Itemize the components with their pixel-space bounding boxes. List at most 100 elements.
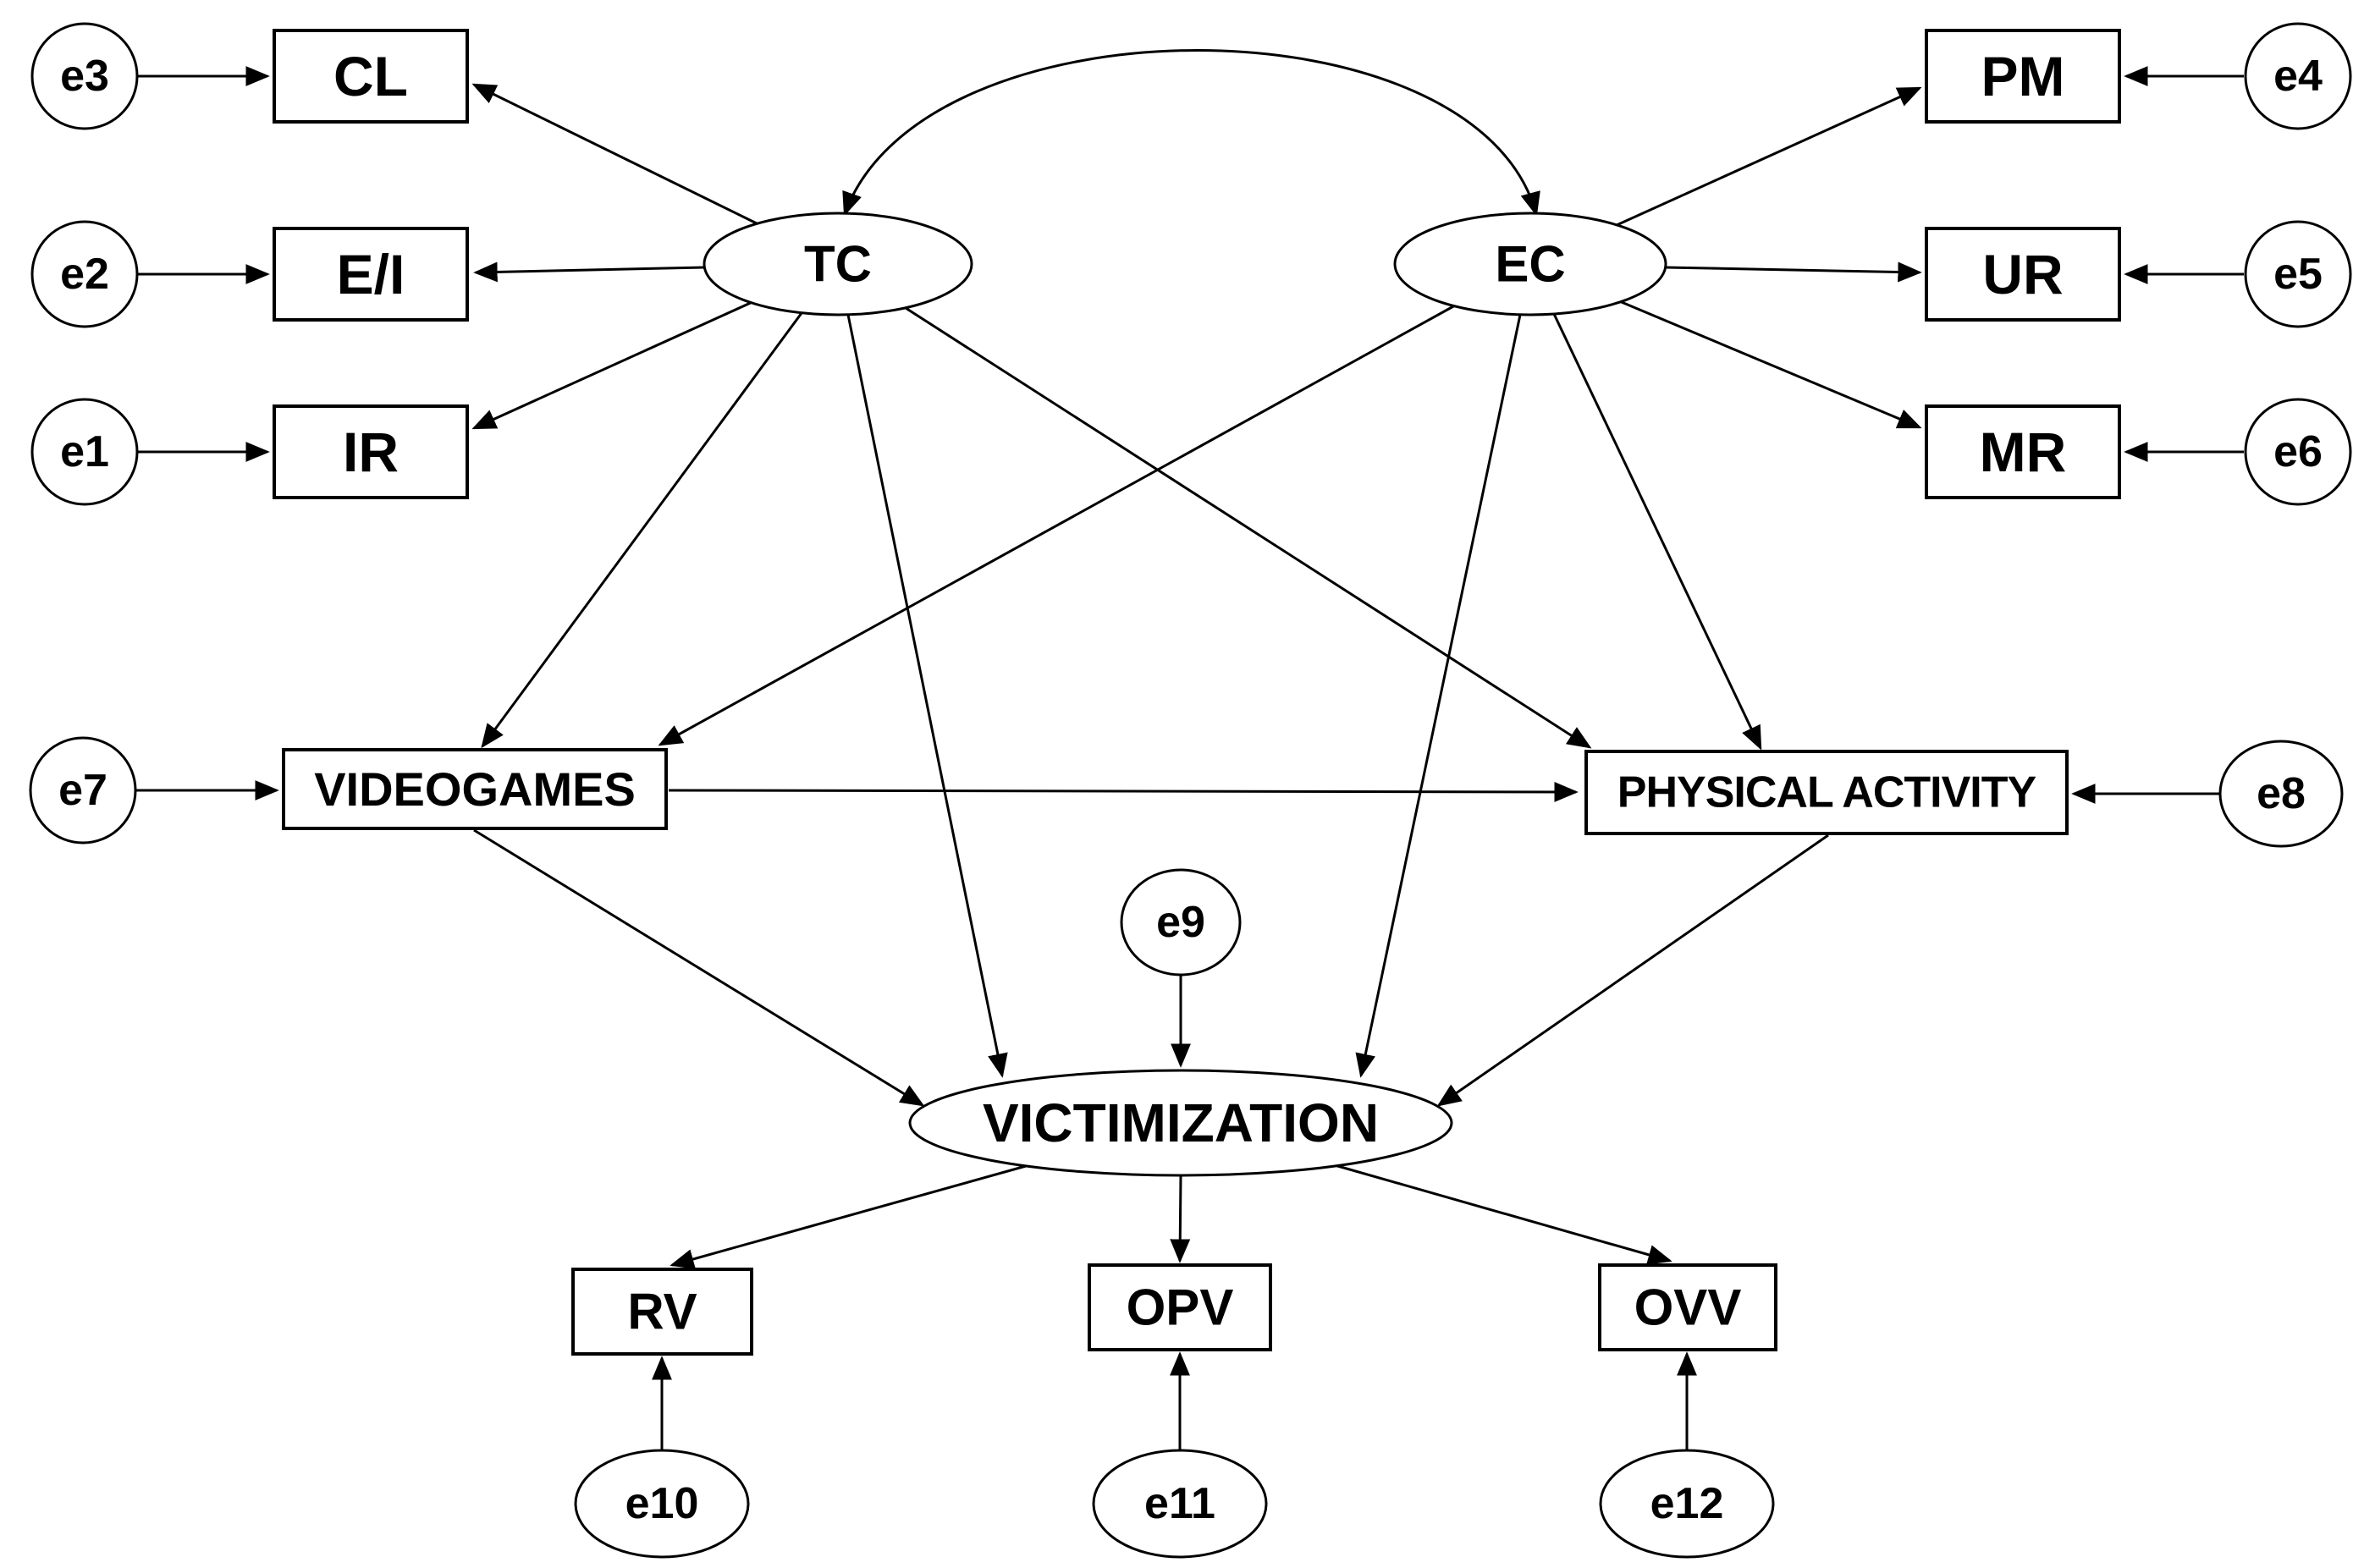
node-indicator-ovv: OVV — [1598, 1263, 1777, 1351]
node-indicator-pm: PM — [1925, 29, 2121, 124]
error-e1-shape — [30, 398, 139, 506]
node-indicator-ur: UR — [1925, 227, 2121, 322]
error-e11-shape — [1092, 1449, 1268, 1559]
node-indicator-ei: E/I — [273, 227, 469, 322]
error-e6-label: e6 — [2273, 427, 2323, 476]
indicator-ei-shape — [273, 227, 469, 322]
error-e10-label: e10 — [625, 1479, 699, 1528]
indicator-ur-shape — [1925, 227, 2121, 322]
indicator-ovv-shape — [1598, 1263, 1777, 1351]
node-error-e3: e3 — [30, 22, 139, 130]
node-error-e10: e10 — [574, 1449, 750, 1559]
node-latent-tc: TC — [703, 212, 973, 316]
path-videogames-to-victimization — [473, 828, 925, 1107]
node-indicator-mr: MR — [1925, 404, 2121, 499]
indicator-mr-shape — [1925, 404, 2121, 499]
path-victimization-to-rv — [670, 1164, 1027, 1269]
variable-videogames-shape — [282, 748, 668, 830]
error-e3-shape — [30, 22, 139, 130]
indicator-rv-label: RV — [627, 1284, 697, 1340]
indicator-opv-label: OPV — [1127, 1279, 1234, 1336]
indicator-mr-label: MR — [1980, 421, 2067, 483]
error-e1-label: e1 — [60, 427, 109, 476]
path-tc-to-ir — [471, 300, 755, 430]
error-e9-shape — [1120, 868, 1242, 977]
path-ec-to-ur — [1665, 261, 1922, 283]
variable-videogames-label: VIDEOGAMES — [314, 762, 636, 816]
error-e5-shape — [2244, 220, 2352, 328]
node-indicator-cl: CL — [273, 29, 469, 124]
variable-physical-activity-label: PHYSICAL ACTIVITY — [1617, 768, 2036, 817]
latent-victimization-label: VICTIMIZATION — [983, 1092, 1379, 1153]
error-e7-shape — [29, 736, 137, 845]
node-indicator-ir: IR — [273, 404, 469, 499]
covariance-arc-tc-ec — [842, 49, 1540, 217]
path-tc-to-cl — [471, 83, 758, 225]
node-error-e6: e6 — [2244, 398, 2352, 506]
indicator-pm-label: PM — [1981, 45, 2065, 107]
node-error-e4: e4 — [2244, 22, 2352, 130]
path-tc-to-videogames — [481, 312, 803, 749]
indicator-cl-label: CL — [333, 45, 408, 107]
path-videogames-to-physical-activity — [668, 781, 1579, 802]
error-e11-label: e11 — [1144, 1479, 1215, 1528]
error-e12-shape — [1599, 1449, 1775, 1559]
node-error-e11: e11 — [1092, 1449, 1268, 1559]
node-latent-victimization: VICTIMIZATION — [908, 1069, 1453, 1177]
path-tc-to-victimization — [846, 314, 1008, 1078]
variable-physical-activity-shape — [1584, 750, 2069, 835]
path-ec-to-victimization — [1355, 314, 1522, 1078]
path-physical-activity-to-victimization — [1436, 834, 1829, 1107]
node-latent-ec: EC — [1393, 212, 1667, 316]
error-e10-shape — [574, 1449, 750, 1559]
error-e2-shape — [30, 220, 139, 328]
path-ec-to-pm — [1616, 86, 1922, 227]
error-e12-label: e12 — [1650, 1479, 1724, 1528]
error-e9-label: e9 — [1156, 898, 1205, 947]
indicator-opv-shape — [1088, 1263, 1272, 1351]
indicator-ovv-label: OVV — [1634, 1279, 1742, 1336]
error-e8-label: e8 — [2257, 769, 2306, 818]
indicator-pm-shape — [1925, 29, 2121, 124]
node-error-e5: e5 — [2244, 220, 2352, 328]
indicator-cl-shape — [273, 29, 469, 124]
node-variable-videogames: VIDEOGAMES — [282, 748, 668, 830]
path-victimization-to-opv — [1170, 1175, 1191, 1263]
latent-ec-label: EC — [1495, 236, 1565, 293]
latent-victimization-shape — [908, 1069, 1453, 1177]
edges-layer — [135, 49, 2244, 1450]
node-indicator-rv: RV — [571, 1268, 753, 1356]
latent-tc-shape — [703, 212, 973, 316]
indicator-ur-label: UR — [1982, 243, 2063, 305]
path-victimization-to-ovv — [1334, 1164, 1672, 1265]
latent-tc-label: TC — [804, 236, 872, 293]
error-e7-label: e7 — [58, 766, 107, 815]
indicator-ir-shape — [273, 404, 469, 499]
nodes-layer: e3 e2 e1 CL E/I IR TC EC PM UR MR e4 e5 e6 e7 VIDEOGAME… — [29, 22, 2352, 1559]
path-tc-to-ei — [473, 261, 705, 283]
node-indicator-opv: OPV — [1088, 1263, 1272, 1351]
node-error-e2: e2 — [30, 220, 139, 328]
path-ec-to-mr — [1617, 299, 1922, 429]
path-tc-to-physical-activity — [905, 306, 1592, 749]
error-e8-shape — [2218, 740, 2344, 848]
path-ec-to-physical-activity — [1552, 313, 1762, 751]
latent-ec-shape — [1393, 212, 1667, 316]
error-e2-label: e2 — [60, 250, 109, 299]
node-error-e1: e1 — [30, 398, 139, 506]
error-e6-shape — [2244, 398, 2352, 506]
path-ec-to-videogames — [658, 304, 1456, 746]
error-e5-label: e5 — [2273, 250, 2323, 299]
node-error-e8: e8 — [2218, 740, 2344, 848]
node-error-e12: e12 — [1599, 1449, 1775, 1559]
indicator-ir-label: IR — [343, 421, 399, 483]
node-variable-physical-activity: PHYSICAL ACTIVITY — [1584, 750, 2069, 835]
indicator-rv-shape — [571, 1268, 753, 1356]
node-error-e7: e7 — [29, 736, 137, 845]
error-e3-label: e3 — [60, 52, 109, 101]
error-e4-label: e4 — [2273, 52, 2323, 101]
error-e4-shape — [2244, 22, 2352, 130]
node-error-e9: e9 — [1120, 868, 1242, 977]
